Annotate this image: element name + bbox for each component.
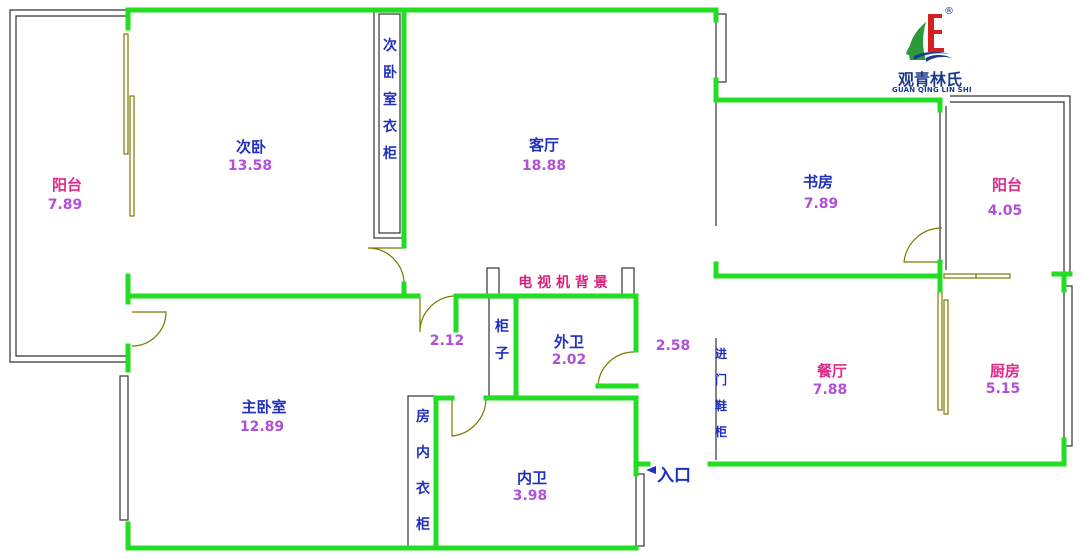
study-area: 7.89: [803, 196, 839, 212]
second-bedroom-name: 次卧: [235, 138, 267, 156]
door-swing-master: [419, 295, 457, 333]
door-swing-master-balcony: [131, 311, 167, 347]
sliding-door-kitchen-b: [943, 299, 949, 415]
dining-room-area: 7.88: [812, 382, 848, 398]
living-room-area: 18.88: [521, 158, 567, 174]
sliding-door-kitchen-a: [937, 289, 943, 411]
door-swing-outer-bath: [597, 351, 635, 387]
master-bedroom-name: 主卧室: [241, 398, 287, 416]
master-bedroom-area: 12.89: [239, 419, 285, 435]
window-living-room: [715, 13, 727, 83]
corridor-area-left: 2.12: [429, 333, 465, 349]
registered-mark: ®: [944, 6, 954, 17]
sliding-door-right-balcony-b: [975, 273, 1011, 279]
inner-bath-area: 3.98: [512, 488, 548, 504]
doors: [123, 33, 1011, 437]
sliding-door-balcony-a: [123, 33, 129, 155]
window-kitchen: [1063, 285, 1073, 447]
logo-brand-name: 观青林氏: [897, 70, 962, 89]
left-balcony-inner-outline: [15, 15, 128, 357]
second-bedroom-area: 13.58: [227, 158, 273, 174]
balcony-left-area: 7.89: [47, 197, 83, 213]
brand-logo: ® 观青林氏 GUAN QING LIN SHI: [892, 4, 972, 100]
outer-bath-area: 2.02: [551, 352, 587, 368]
right-balcony-outline: [950, 95, 1071, 272]
second-bedroom-wardrobe-label: 次 卧 室 衣 柜: [383, 38, 397, 162]
logo-emblem-icon: [906, 14, 952, 62]
window-inner-bath: [635, 473, 645, 547]
logo-brand-pinyin: GUAN QING LIN SHI: [892, 86, 972, 94]
corridor-area-right: 2.58: [655, 338, 691, 354]
tv-wall-post-right: [621, 267, 635, 297]
right-balcony-inner-outline: [950, 101, 1065, 272]
cabinet-label: 柜 子: [495, 319, 509, 362]
living-room-name: 客厅: [528, 136, 560, 154]
door-swing-second-bedroom: [367, 247, 405, 285]
kitchen-name: 厨房: [989, 362, 1021, 380]
outer-bath-name: 外卫: [553, 333, 585, 351]
kitchen-area: 5.15: [985, 381, 1021, 397]
balcony-left-name: 阳台: [51, 176, 83, 194]
left-balcony-outline: [9, 9, 128, 363]
window-left-bedroom: [119, 375, 129, 521]
sliding-door-right-balcony-a: [943, 273, 977, 279]
door-swing-inner-bath: [451, 397, 487, 437]
inner-bath-name: 内卫: [516, 469, 548, 487]
dining-room-name: 餐厅: [816, 362, 848, 380]
outer-lines: [9, 9, 1073, 549]
tv-wall-label: 电 视 机 背 景: [518, 275, 608, 291]
entrance-arrow-icon: [646, 466, 656, 474]
entrance-label: 入口: [657, 466, 691, 486]
room-wardrobe-label: 房 内 衣 柜: [416, 409, 430, 533]
sliding-door-balcony-b: [129, 95, 135, 217]
tv-wall-post-left: [486, 267, 500, 297]
door-swing-study: [903, 227, 943, 263]
study-name: 书房: [802, 173, 834, 191]
walls: [125, 7, 1073, 551]
shoe-cabinet-label: 进 门 鞋 柜: [714, 347, 727, 439]
wardrobe-second-bedroom-inner: [378, 13, 401, 234]
balcony-right-name: 阳台: [991, 176, 1023, 194]
balcony-right-area: 4.05: [987, 203, 1023, 219]
